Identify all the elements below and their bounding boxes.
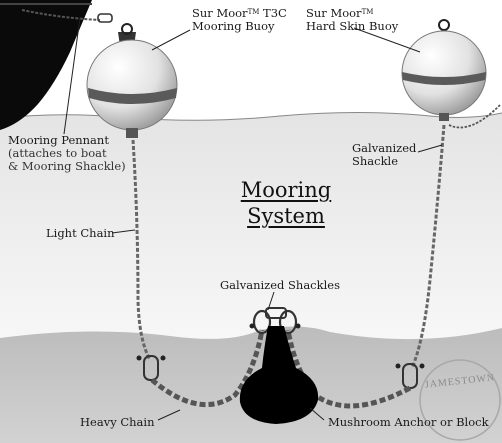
mushroom-anchor	[239, 326, 319, 424]
light-chain-label: Light Chain	[46, 226, 115, 240]
hard-skin-buoy	[401, 19, 487, 121]
heavy-chain-left	[150, 329, 265, 408]
mooring-pennant-label: Mooring Pennant (attaches to boat & Moor…	[8, 133, 126, 173]
pennant-shackle	[97, 13, 113, 23]
mushroom-anchor-label: Mushroom Anchor or Block	[328, 415, 489, 429]
diagram-title-line2: System	[247, 204, 325, 228]
diagram-title-line1: Mooring	[240, 178, 332, 202]
galvanized-shackles-label: Galvanized Shackles	[220, 278, 340, 292]
galvanized-shackle-label: Galvanized Shackle	[352, 141, 417, 168]
t3c-buoy	[86, 23, 178, 138]
t3c-buoy-label: Sur MoorTM T3C Mooring Buoy	[192, 6, 287, 33]
boat-hull	[0, 0, 92, 130]
mooring-pennant-rope	[21, 9, 101, 21]
heavy-chain-label: Heavy Chain	[80, 415, 155, 429]
leader-lines	[63, 17, 443, 421]
seabed-shackle-left	[136, 355, 166, 381]
watermark-seal	[419, 359, 501, 441]
anchor-shackles	[249, 307, 301, 335]
hard-skin-buoy-label: Sur MoorTM Hard Skin Buoy	[306, 6, 399, 33]
water-body	[0, 112, 502, 340]
light-chain-left	[131, 139, 152, 361]
water-surface-line	[0, 112, 502, 121]
